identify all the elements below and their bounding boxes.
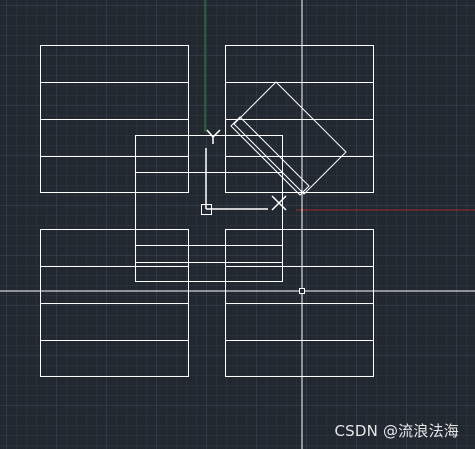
block-bottom-left[interactable] (40, 229, 189, 377)
pickbox-icon (299, 288, 305, 294)
grip-icon[interactable] (201, 204, 212, 215)
drawing-geometry[interactable] (40, 45, 374, 377)
block-bottom-right[interactable] (225, 229, 374, 377)
ucs-icon (205, 129, 287, 211)
block-rotated[interactable] (230, 81, 347, 196)
block-center[interactable] (135, 135, 283, 282)
watermark-text: CSDN @流浪法海 (334, 422, 459, 440)
block-top-right[interactable] (225, 45, 374, 193)
block-top-left[interactable] (40, 45, 189, 193)
